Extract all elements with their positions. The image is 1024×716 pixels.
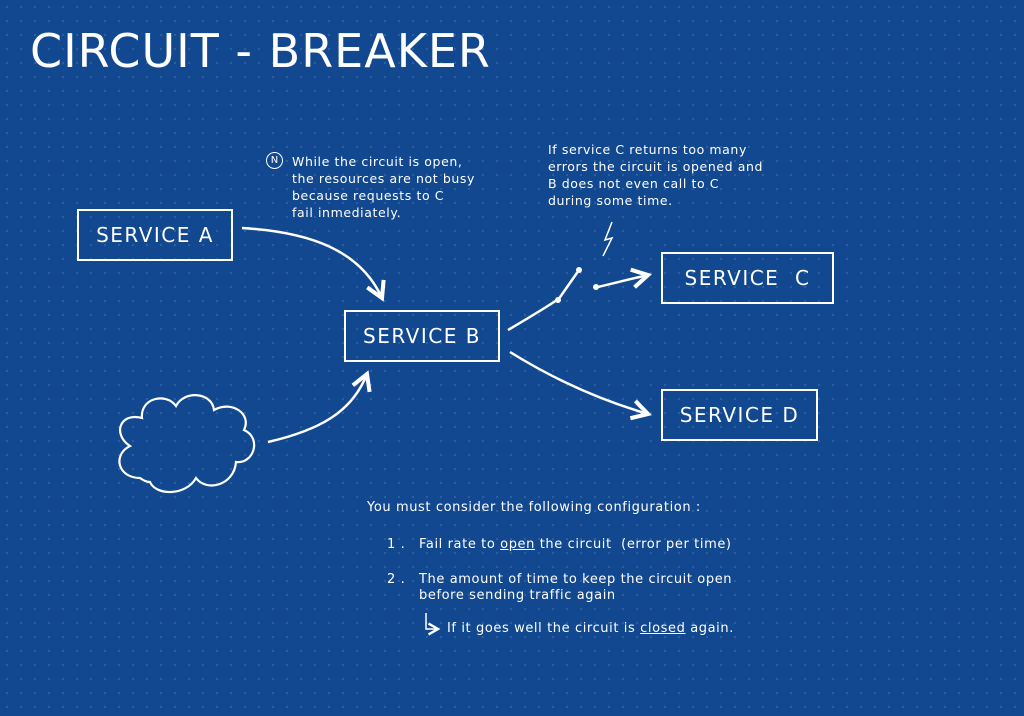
config-item-number: 1 . <box>387 537 406 552</box>
sub-arrow-icon <box>425 613 441 636</box>
switch-contact-3 <box>593 284 599 290</box>
arrow-switch-to-c <box>597 267 652 289</box>
page-title: CIRCUIT - BREAKER <box>30 24 491 78</box>
config-underlined-closed: closed <box>640 621 686 636</box>
switch-contact-2 <box>576 267 582 273</box>
circuit-line-b <box>507 298 558 332</box>
note-marker: N <box>266 152 283 169</box>
arrow-cloud-to-b <box>267 370 372 444</box>
note-line: the resources are not busy <box>292 171 476 186</box>
lightning-icon <box>602 221 614 257</box>
service-c-box: SERVICE C <box>661 252 834 304</box>
service-d-box: SERVICE D <box>661 389 818 441</box>
config-sub-text-post: again. <box>685 621 734 636</box>
config-sub-text-pre: If it goes well the circuit is <box>447 621 641 636</box>
switch-lever <box>556 269 581 301</box>
service-a-box: SERVICE A <box>77 209 233 261</box>
config-item-text-pre: Fail rate to <box>419 537 501 552</box>
note-line: during some time. <box>548 193 673 208</box>
note-service-c-errors: If service C returns too many errors the… <box>548 141 778 209</box>
note-line: B does not even call to C <box>548 176 720 191</box>
service-a-label: SERVICE A <box>96 223 214 247</box>
arrow-a-to-b <box>241 226 386 302</box>
service-b-box: SERVICE B <box>344 310 500 362</box>
config-intro: You must consider the following configur… <box>367 500 701 515</box>
config-sub-note: If it goes well the circuit is closed ag… <box>447 621 734 636</box>
arrow-b-to-d <box>509 350 652 421</box>
config-item-text-line1: The amount of time to keep the circuit o… <box>419 572 733 587</box>
note-line: errors the circuit is opened and <box>548 159 764 174</box>
config-item-number: 2 . <box>387 572 406 587</box>
service-d-label: SERVICE D <box>679 403 800 427</box>
cloud-icon <box>118 394 256 494</box>
note-line: While the circuit is open, <box>292 154 463 169</box>
note-line: because requests to C <box>292 188 445 203</box>
config-item-text-post: the circuit (error per time) <box>534 537 732 552</box>
service-b-label: SERVICE B <box>363 324 481 348</box>
config-underlined-open: open <box>500 537 535 552</box>
config-item-text-line2: before sending traffic again <box>419 588 616 603</box>
service-c-label: SERVICE C <box>684 266 811 290</box>
note-line: fail inmediately. <box>292 205 402 220</box>
note-open-circuit: While the circuit is open, the resources… <box>292 153 492 221</box>
config-item-text: Fail rate to open the circuit (error per… <box>419 537 732 552</box>
note-line: If service C returns too many <box>548 142 747 157</box>
